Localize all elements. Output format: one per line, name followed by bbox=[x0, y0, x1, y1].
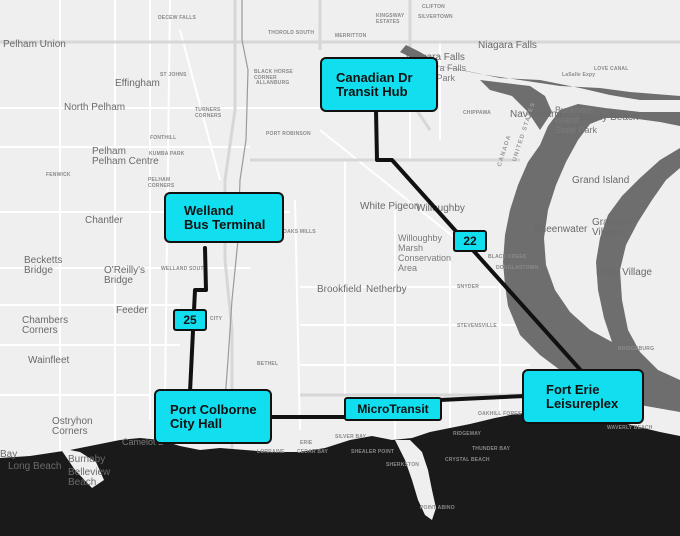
place-label: Ostryhon Corners bbox=[52, 416, 93, 437]
route-22-badge[interactable]: 22 bbox=[453, 230, 487, 252]
place-label: ST JOHNS bbox=[160, 72, 187, 78]
place-label: Grand Island bbox=[572, 175, 630, 186]
place-label: Willoughby bbox=[416, 203, 465, 214]
route-25-line bbox=[188, 246, 208, 394]
place-label: WAVERLY BEACH bbox=[607, 425, 653, 431]
place-label: WELLAND SOUTH bbox=[161, 266, 208, 272]
minor-roads bbox=[0, 0, 540, 460]
place-label: Belleview Beach bbox=[68, 467, 111, 488]
place-label: THUNDER BAY bbox=[472, 446, 511, 452]
place-label: Netherby bbox=[366, 284, 407, 295]
place-label: Buckhorn Island State Park bbox=[555, 105, 598, 135]
place-label: Burnaby bbox=[68, 454, 106, 465]
place-label: Sheenwater bbox=[534, 224, 588, 235]
place-label: SILVERTOWN bbox=[418, 14, 453, 20]
place-label: Wainfleet bbox=[28, 355, 70, 366]
chippawa-channel bbox=[480, 80, 552, 130]
place-label: BLACK CREEK bbox=[488, 254, 527, 260]
stop-port-colborne-city-hall[interactable]: Port Colborne City Hall bbox=[154, 389, 272, 444]
place-label: LORRAINE bbox=[257, 449, 285, 455]
place-label: ALLANBURG bbox=[256, 80, 290, 86]
place-label: FONTHILL bbox=[150, 135, 177, 141]
route-22-line bbox=[374, 108, 587, 377]
place-label: THOROLD SOUTH bbox=[268, 30, 315, 36]
route-25-badge[interactable]: 25 bbox=[173, 309, 207, 331]
place-label: BRIDGEBURG bbox=[618, 346, 655, 352]
place-label: PELHAM CORNERS bbox=[148, 177, 175, 189]
place-label: Chantler bbox=[85, 215, 123, 226]
place-label: OAKHILL FOREST bbox=[478, 411, 525, 417]
place-label: CEDAR BAY bbox=[297, 449, 329, 455]
place-label: Pelham Pelham Centre bbox=[92, 146, 159, 167]
place-label: Bay bbox=[0, 449, 18, 460]
place-label: LOVE CANAL bbox=[594, 66, 629, 72]
place-label: DECEW FALLS bbox=[158, 15, 197, 21]
canal bbox=[221, 0, 249, 441]
place-label: O'Reilly's Bridge bbox=[104, 265, 146, 286]
stop-welland-bus-terminal[interactable]: Welland Bus Terminal bbox=[164, 192, 284, 243]
place-label: ERIE bbox=[300, 440, 313, 446]
point-abino bbox=[395, 440, 436, 520]
place-label: CRYSTAL BEACH bbox=[445, 457, 490, 463]
place-label: CITY bbox=[210, 316, 223, 322]
place-label: BLACK HORSE CORNER bbox=[254, 69, 293, 81]
place-label: KUMBA PARK bbox=[149, 151, 185, 157]
place-label: Sandy Beach bbox=[579, 112, 639, 123]
place-label: Niagara Falls bbox=[478, 40, 537, 51]
place-label: SNYDER bbox=[457, 284, 480, 290]
place-label: White Pigeon bbox=[360, 201, 420, 212]
place-label: POINT ABINO bbox=[420, 505, 455, 511]
place-label: Grandyle Village bbox=[592, 217, 633, 238]
place-label: Long Beach bbox=[8, 461, 62, 472]
place-label: SHERKSTON bbox=[386, 462, 420, 468]
place-label: SILVER BAY bbox=[335, 434, 367, 440]
place-label: FENWICK bbox=[46, 172, 71, 178]
place-label: OAKS MILLS bbox=[283, 229, 316, 235]
place-label: CHIPPAWA bbox=[463, 110, 491, 116]
place-label: Ferry Village bbox=[596, 267, 652, 278]
place-label: Effingham bbox=[115, 78, 160, 89]
stop-fort-erie-leisureplex[interactable]: Fort Erie Leisureplex bbox=[522, 369, 644, 424]
place-label: MERRITTON bbox=[335, 33, 367, 39]
place-label: Willoughby Marsh Conservation Area bbox=[398, 233, 452, 273]
place-label: SHEALER POINT bbox=[351, 449, 395, 455]
niagara-river bbox=[420, 62, 680, 412]
place-label: TURNERS CORNERS bbox=[195, 107, 222, 119]
place-label: Pelham Union bbox=[3, 39, 66, 50]
place-label: DOUGLASTOWN bbox=[496, 265, 539, 271]
place-label: Brookfield bbox=[317, 284, 362, 295]
place-label: North Pelham bbox=[64, 102, 126, 113]
place-label: CLIFTON bbox=[422, 4, 445, 10]
place-label: RIDGEMAY bbox=[453, 431, 482, 437]
route-microtransit-badge[interactable]: MicroTransit bbox=[344, 397, 442, 421]
place-label: PORT ROBINSON bbox=[266, 131, 311, 137]
place-label: Feeder bbox=[116, 305, 148, 316]
place-label: Becketts Bridge bbox=[24, 255, 63, 276]
place-label: Chambers Corners bbox=[22, 315, 69, 336]
place-label: LaSalle Expy bbox=[562, 72, 596, 78]
stop-canadian-dr-transit-hub[interactable]: Canadian Dr Transit Hub bbox=[320, 57, 438, 112]
place-label: STEVENSVILLE bbox=[457, 323, 497, 329]
place-label: KINGSWAY ESTATES bbox=[376, 13, 405, 25]
place-label: Navy Island bbox=[510, 109, 563, 120]
place-label: BETHEL bbox=[257, 361, 279, 367]
lake-inlet bbox=[60, 448, 104, 488]
